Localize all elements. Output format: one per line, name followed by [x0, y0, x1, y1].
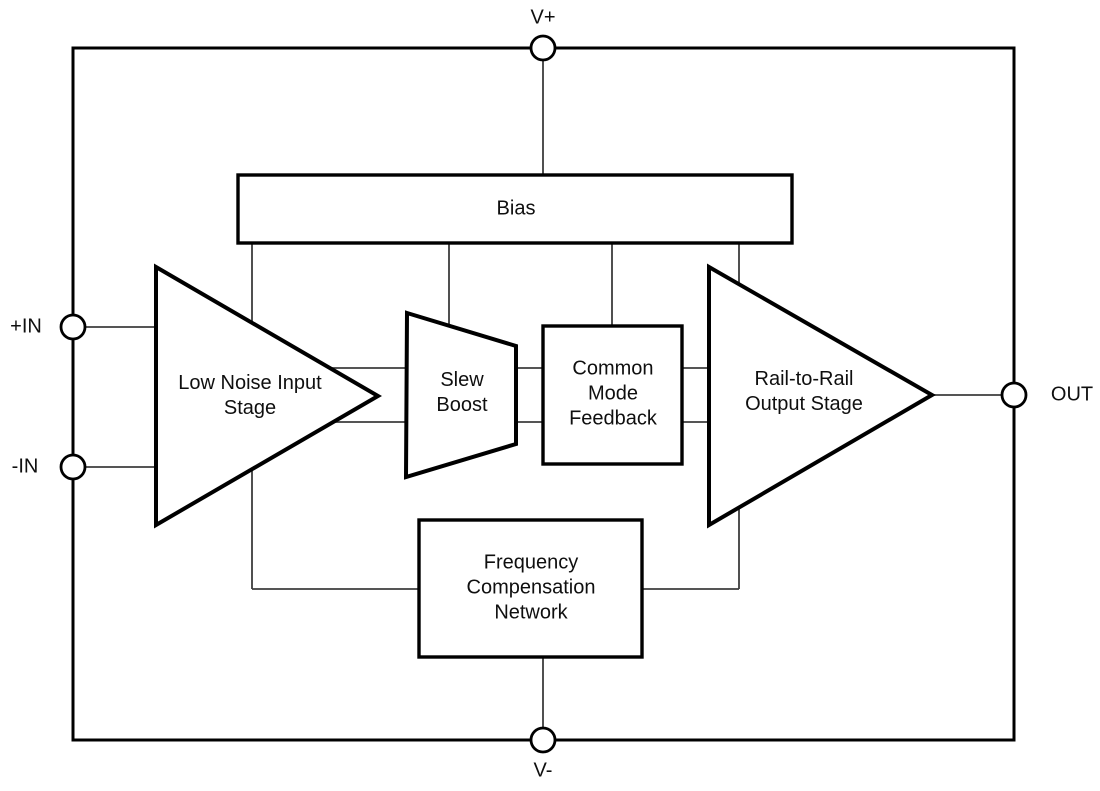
v-plus-label: V+ — [530, 6, 556, 29]
bias-block — [236, 173, 794, 245]
v-minus-label: V- — [533, 759, 553, 782]
common-mode-feedback-label: Common Mode Feedback — [569, 357, 657, 430]
in-minus-terminal — [59, 453, 87, 481]
slew-boost-trapezoid — [403, 310, 518, 480]
in-plus-terminal — [59, 313, 87, 341]
slew-boost-label: Slew Boost — [436, 369, 488, 416]
common-mode-feedback-block — [541, 324, 684, 466]
output-stage-label: Rail-to-Rail Output Stage — [745, 368, 863, 415]
input-stage-label: Low Noise Input Stage — [178, 372, 322, 419]
bias-label: Bias — [496, 197, 536, 220]
v-minus-terminal — [529, 726, 557, 754]
in-minus-label: -IN — [11, 455, 39, 478]
v-plus-terminal — [529, 34, 557, 62]
out-terminal — [1000, 381, 1028, 409]
frequency-compensation-block — [417, 518, 644, 659]
frequency-compensation-label: Frequency Compensation Network — [466, 551, 596, 624]
out-label: OUT — [1050, 383, 1094, 406]
output-stage-triangle — [707, 263, 936, 529]
input-stage-triangle — [154, 263, 382, 529]
in-plus-label: +IN — [10, 315, 42, 338]
